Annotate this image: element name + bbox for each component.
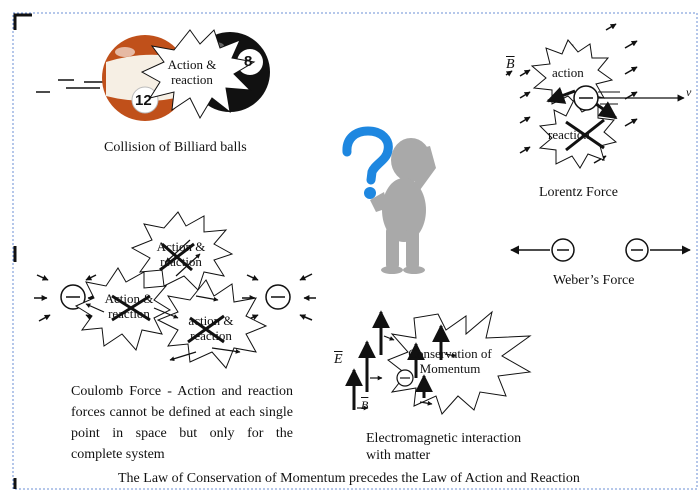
electric-field-arrows [345,310,450,410]
weber-caption: Weber’s Force [553,273,635,288]
coulomb-top-burst-line2: reaction [160,254,202,269]
em-burst-label: Conservation of Momentum [400,346,500,376]
coulomb-right-burst-label: action & reaction [178,313,244,343]
billiard-caption: Collision of Billiard balls [104,140,247,155]
coulomb-cross-icons [111,242,225,344]
question-mark-icon [342,126,393,185]
lorentz-reaction-label: reaction [548,127,590,142]
em-burst-line2: Momentum [419,361,481,376]
motion-lines-icon [36,79,104,93]
em-b-symbol: B [361,398,369,412]
burst-billiard [140,29,256,120]
burst-coulomb-left [74,267,172,352]
em-burst-line1: Conservation of [408,346,492,361]
em-caption-line1: Electromagnetic interaction [366,431,522,446]
footer-statement: The Law of Conservation of Momentum prec… [118,471,580,486]
action-force-arrow [546,86,576,104]
lorentz-caption: Lorentz Force [539,185,618,200]
coulomb-top-burst-label: Action & reaction [148,239,214,269]
reaction-force-arrow [595,101,618,120]
magnetic-field-arrows [505,23,638,164]
ball-8-number: 8 [244,53,253,70]
lorentz-v-symbol: v [686,85,692,99]
coulomb-field-arrows [34,273,316,322]
corner-mark-tl [13,13,32,30]
coulomb-description: Coulomb Force - Action and reaction forc… [71,384,293,462]
coulomb-left-burst-line2: reaction [108,306,150,321]
lorentz-cross-icon [565,118,605,152]
em-e-symbol: E [334,352,343,367]
magnetic-field-em-arrows [357,335,457,411]
coulomb-top-burst-line1: Action & [156,239,206,254]
thinking-figure-icon [370,138,436,274]
em-caption: Electromagnetic interaction with matter [366,430,521,464]
billiard-burst-line2: reaction [171,72,213,87]
em-caption-line2: with matter [366,448,431,463]
coulomb-left-burst-label: Action & reaction [96,291,162,321]
ball-12-number: 12 [135,92,152,109]
coulomb-left-burst-line1: Action & [104,291,154,306]
frame-border [12,12,698,490]
coulomb-right-burst-line2: reaction [190,328,232,343]
coulomb-force-arrows [85,239,241,362]
coulomb-right-burst-line1: action & [188,313,234,328]
billiard-burst-label: Action & reaction [157,57,227,87]
billiard-burst-line1: Action & [167,57,217,72]
lorentz-b-symbol: B [506,57,515,72]
lorentz-action-label: action [552,65,584,80]
